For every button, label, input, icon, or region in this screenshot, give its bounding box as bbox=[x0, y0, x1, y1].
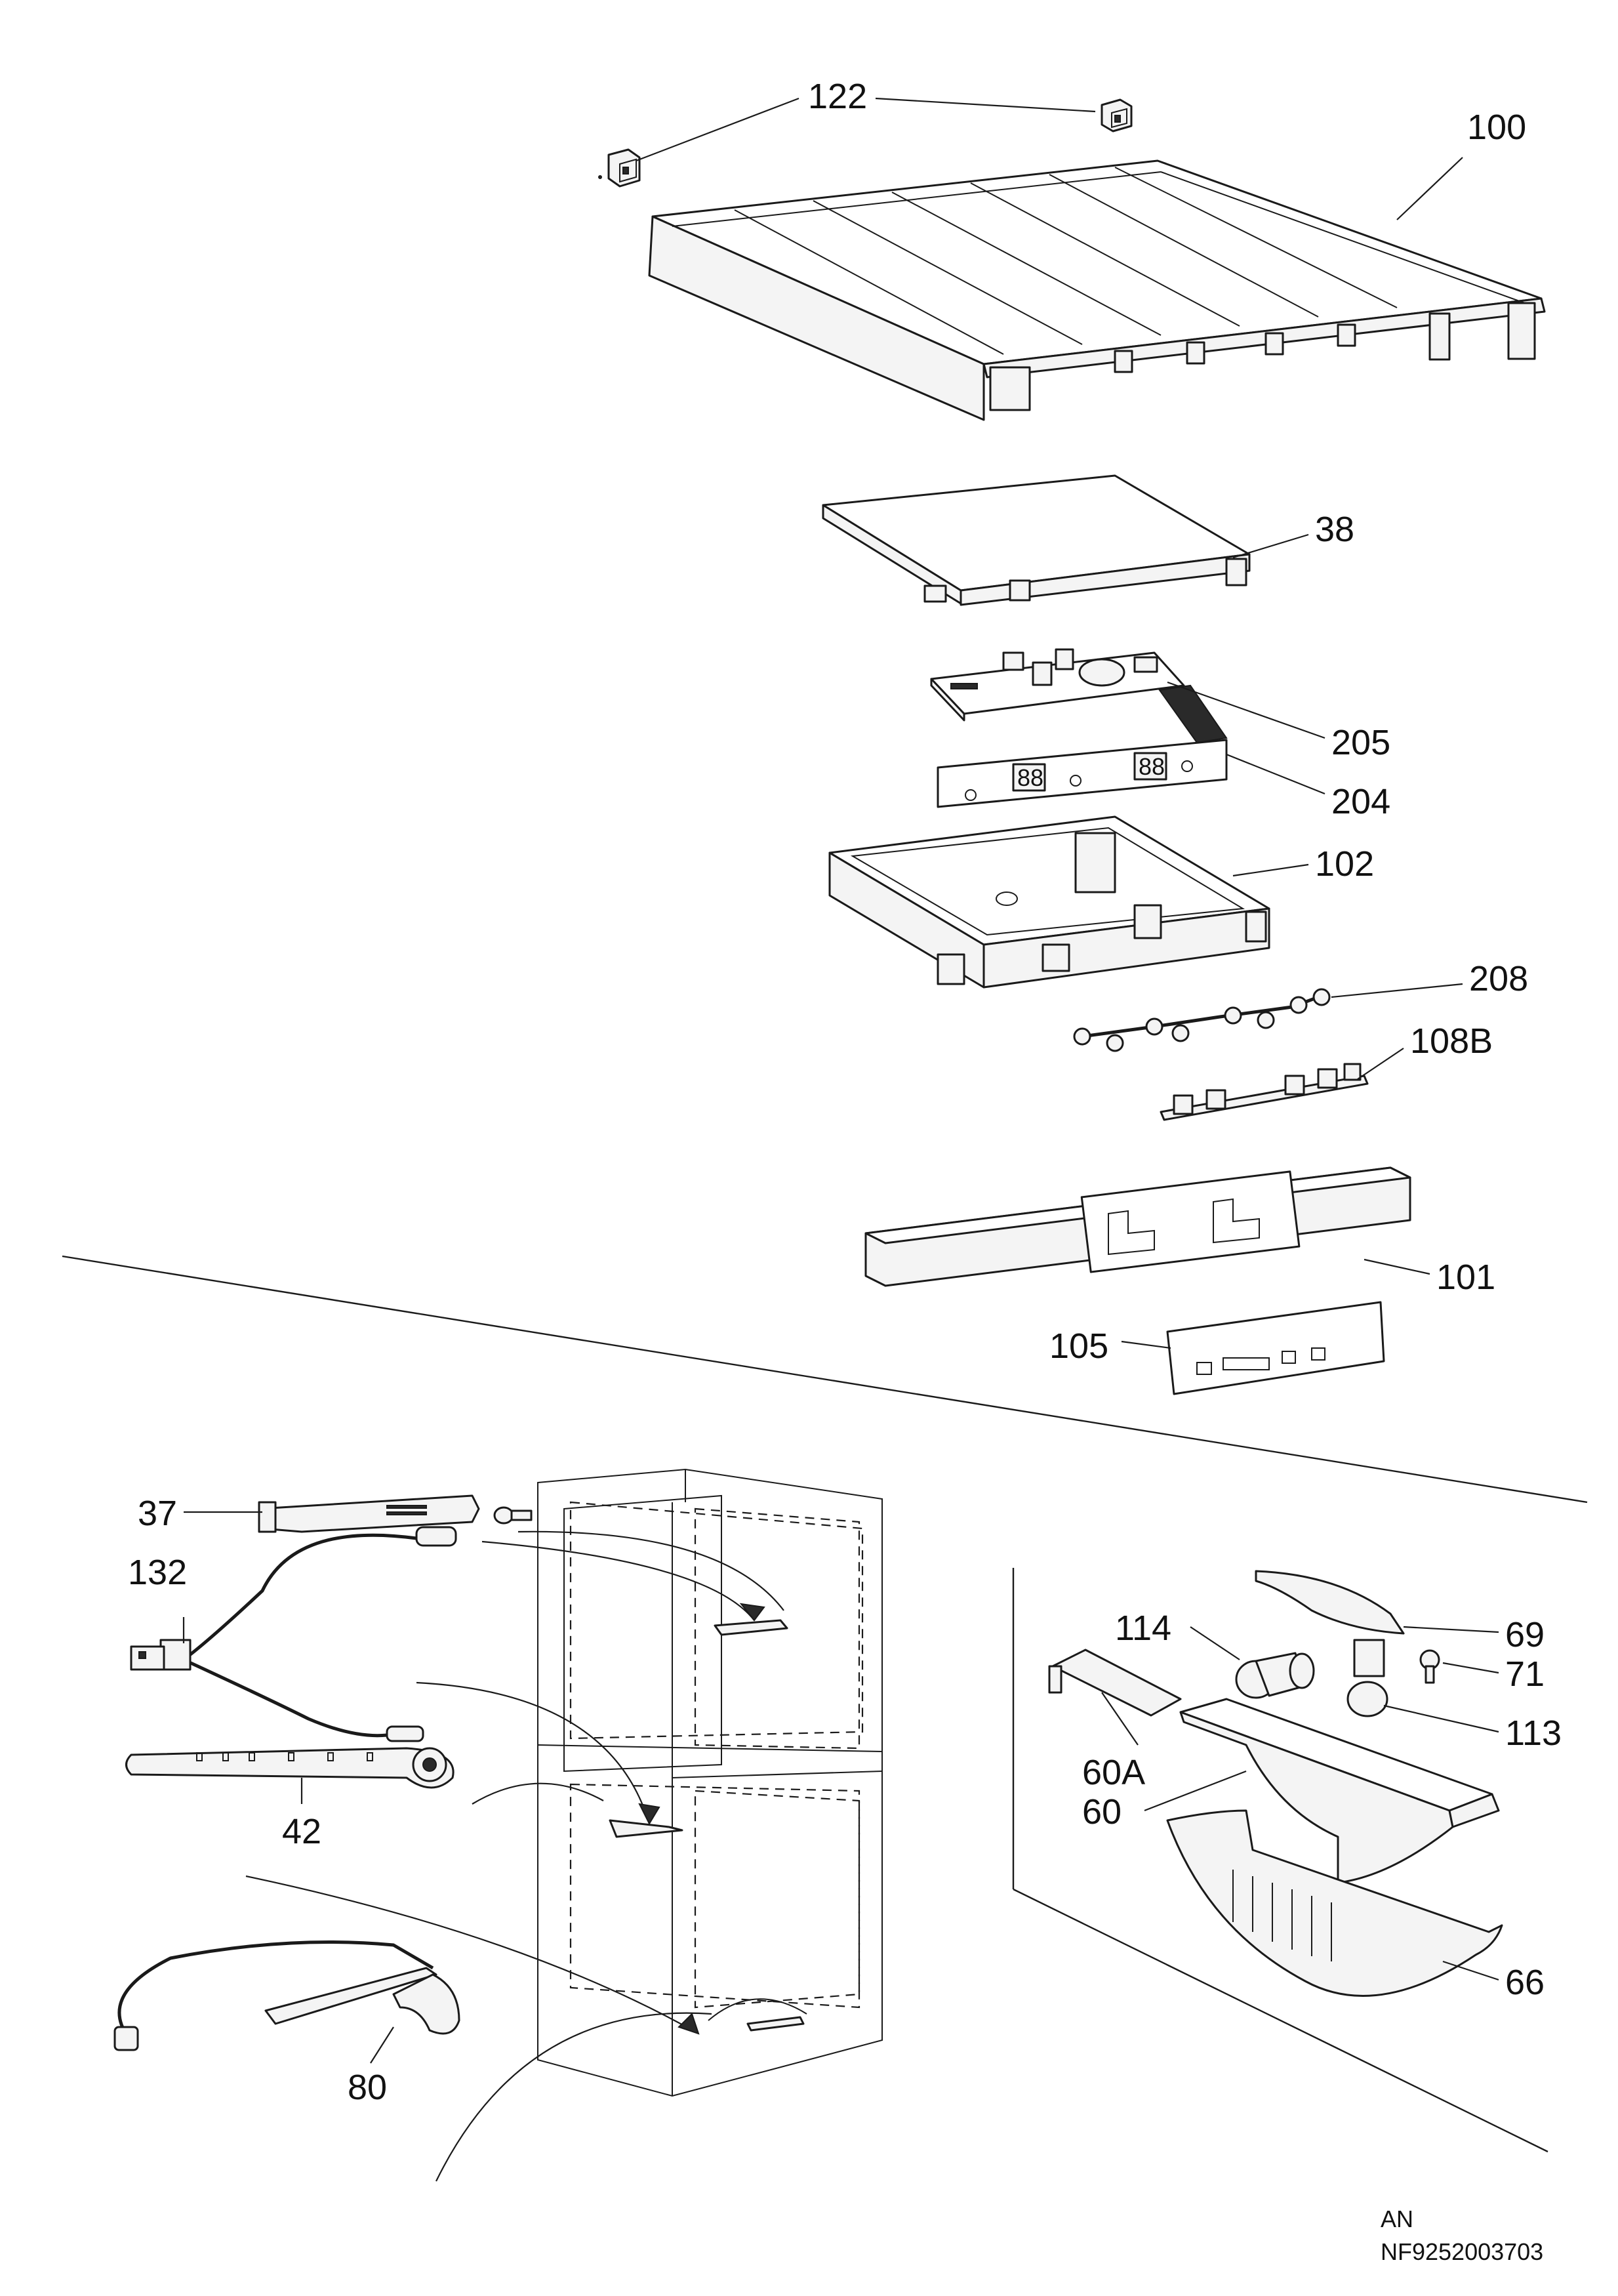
callout-37: 37 bbox=[138, 1494, 177, 1533]
part-69-cover bbox=[1255, 1570, 1405, 1635]
part-122-clip-right bbox=[1101, 98, 1133, 133]
part-60a-bracket bbox=[1048, 1649, 1182, 1717]
callout-labels: 122 100 38 205 204 102 208 108B 101 105 … bbox=[128, 77, 1562, 2107]
callout-66: 66 bbox=[1505, 1963, 1545, 2002]
callout-42: 42 bbox=[282, 1812, 321, 1851]
callout-69: 69 bbox=[1505, 1615, 1545, 1654]
callout-132: 132 bbox=[128, 1553, 187, 1592]
callout-100: 100 bbox=[1467, 108, 1526, 147]
svg-text:88: 88 bbox=[1017, 764, 1043, 791]
part-132-sensor-cable bbox=[130, 1526, 457, 1742]
callout-113: 113 bbox=[1505, 1713, 1562, 1753]
part-208-light-string bbox=[1073, 988, 1331, 1052]
part-114-lamp bbox=[1235, 1652, 1315, 1699]
callout-205: 205 bbox=[1331, 723, 1390, 762]
part-66-drawer-front bbox=[1166, 1809, 1503, 1997]
part-100-top-cover bbox=[648, 159, 1546, 421]
part-38-panel bbox=[822, 474, 1251, 606]
callout-208: 208 bbox=[1469, 959, 1528, 998]
callout-38: 38 bbox=[1315, 510, 1354, 549]
svg-text:88: 88 bbox=[1139, 753, 1165, 780]
part-105-display-window bbox=[1166, 1301, 1385, 1395]
part-42-light-bar bbox=[125, 1747, 455, 1789]
part-80-lamp-holder bbox=[113, 1940, 460, 2051]
part-108b-switch-strip bbox=[1160, 1063, 1369, 1121]
callout-71: 71 bbox=[1505, 1654, 1545, 1694]
part-113-socket bbox=[1346, 1639, 1388, 1717]
callout-60a: 60A bbox=[1082, 1753, 1145, 1792]
part-101-front-fascia bbox=[864, 1166, 1411, 1287]
drawing-code: AN NF9252003703 bbox=[1381, 2205, 1543, 2265]
leader-lines bbox=[182, 97, 1499, 2064]
callout-102: 102 bbox=[1315, 844, 1374, 884]
callout-122: 122 bbox=[808, 77, 867, 116]
section-dividers bbox=[62, 1255, 1588, 2153]
part-60-housing bbox=[1179, 1698, 1500, 1884]
callout-80: 80 bbox=[348, 2068, 387, 2107]
part-102-housing bbox=[828, 815, 1270, 989]
callout-204: 204 bbox=[1331, 782, 1390, 821]
routing-arrows bbox=[245, 1530, 784, 2182]
footer-line-1: AN bbox=[1381, 2205, 1413, 2232]
part-122-clip-left bbox=[598, 148, 641, 188]
callout-105: 105 bbox=[1049, 1326, 1108, 1366]
footer-line-2: NF9252003703 bbox=[1381, 2238, 1543, 2265]
part-204-display-board: 88 88 bbox=[937, 739, 1228, 808]
callout-114: 114 bbox=[1115, 1609, 1171, 1648]
callout-108b: 108B bbox=[1410, 1021, 1493, 1061]
part-205-control-board bbox=[930, 648, 1228, 744]
part-37-sensor-holder bbox=[258, 1494, 533, 1533]
cabinet-outline bbox=[537, 1468, 883, 2097]
callout-60: 60 bbox=[1082, 1792, 1122, 1832]
part-71-screw bbox=[1419, 1649, 1440, 1684]
callout-101: 101 bbox=[1436, 1258, 1495, 1297]
